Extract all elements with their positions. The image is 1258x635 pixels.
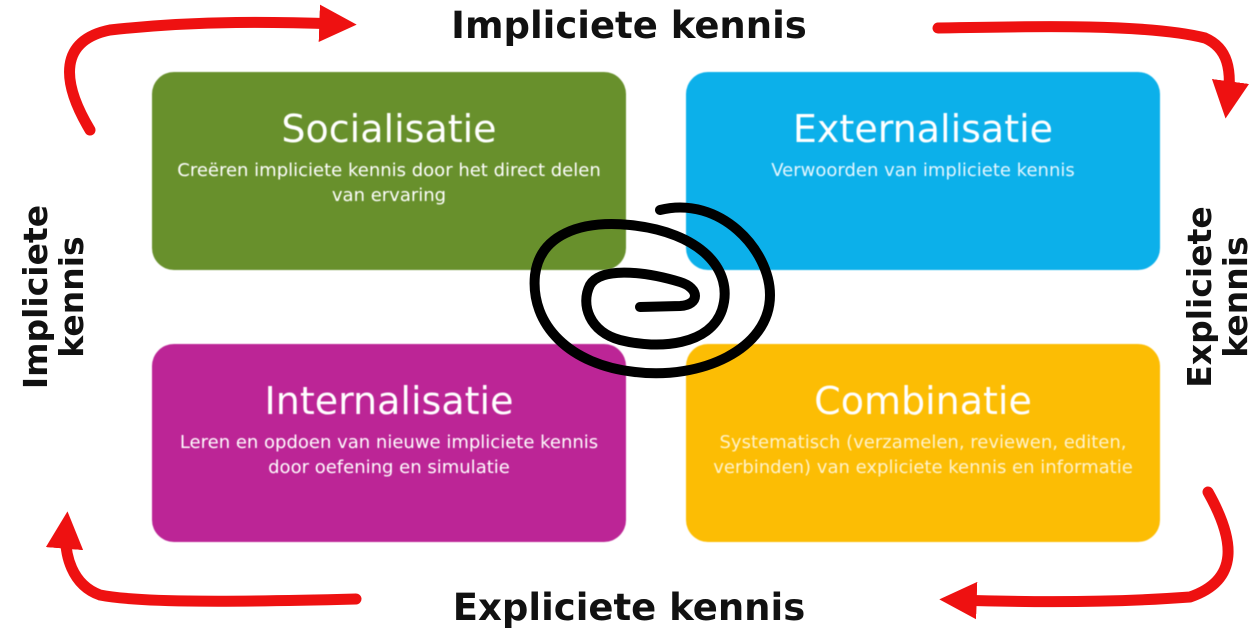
quadrant-internalisatie: Internalisatie Leren en opdoen van nieuw… — [152, 344, 626, 542]
quadrant-title: Socialisatie — [281, 107, 497, 151]
quadrant-description: Verwoorden van impliciete kennis — [771, 160, 1075, 181]
quadrant-socialisatie: Socialisatie Creëren impliciete kennis d… — [152, 72, 626, 270]
curved-arrow-icon-top-left — [64, 4, 357, 136]
curved-arrow-icon-top-right — [932, 21, 1250, 119]
quadrant-title: Combinatie — [814, 379, 1032, 423]
top-axis-label: Impliciete kennis — [451, 4, 807, 47]
spiral-icon — [529, 202, 775, 379]
quadrant-title: Internalisatie — [264, 379, 514, 423]
bottom-axis-label: Expliciete kennis — [452, 586, 806, 629]
quadrant-description: Leren en opdoen van nieuwe impliciete ke… — [179, 432, 599, 478]
quadrant-description: Creëren impliciete kennis door het direc… — [177, 160, 601, 206]
quadrant-externalisatie: Externalisatie Verwoorden van impliciete… — [686, 72, 1160, 270]
quadrant-description: Systematisch (verzamelen, reviewen, edit… — [713, 432, 1133, 478]
curved-arrow-icon-bottom-right — [939, 486, 1234, 620]
quadrant-title: Externalisatie — [792, 107, 1054, 151]
curved-arrow-icon-bottom-left — [45, 511, 362, 607]
quadrant-combinatie: Combinatie Systematisch (verzamelen, rev… — [686, 344, 1160, 542]
